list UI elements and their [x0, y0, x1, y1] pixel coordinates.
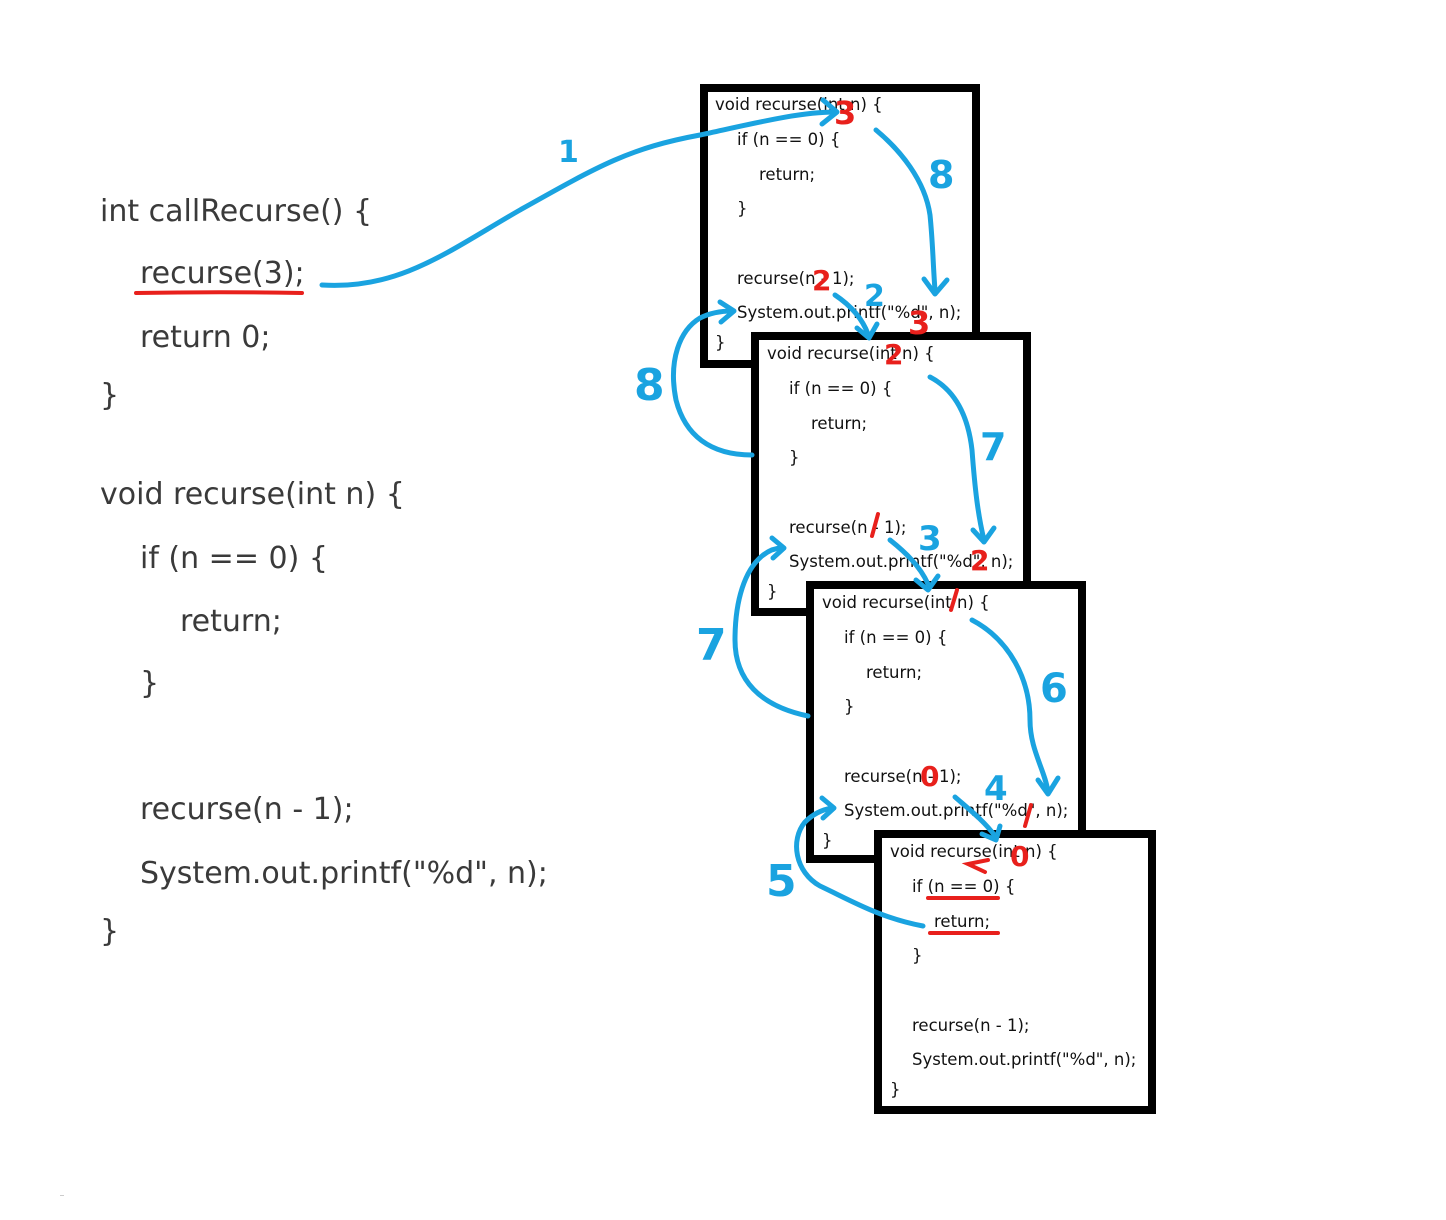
- frame-line-return: return;: [811, 414, 868, 433]
- main-source-code: int callRecurse() { recurse(3); return 0…: [0, 0, 700, 1100]
- frame-line-if-close: }: [789, 448, 800, 467]
- frame-line-close: }: [890, 1080, 901, 1099]
- code-line-final-brace: }: [100, 914, 120, 949]
- code-line-recurse-signature: void recurse(int n) {: [100, 477, 405, 512]
- frame-line-recursive-call: recurse(n - 1);: [737, 269, 855, 288]
- frame-line-recursive-call: recurse(n - 1);: [912, 1016, 1030, 1035]
- stack-frame-2: void recurse(int n) { if (n == 0) { retu…: [751, 332, 1031, 616]
- step-label-7-return: 7: [696, 620, 727, 671]
- frame-line-if-close: }: [844, 697, 855, 716]
- frame-line-printf: System.out.printf("%d", n);: [789, 552, 1014, 571]
- frame-line-if: if (n == 0) {: [737, 130, 841, 149]
- frame-line-printf: System.out.printf("%d", n);: [737, 303, 962, 322]
- frame-line-return: return;: [866, 663, 923, 682]
- frame-line-signature: void recurse(int n) {: [715, 95, 883, 114]
- step-label-5: 5: [766, 856, 797, 907]
- code-line-callrecurse-signature: int callRecurse() {: [100, 194, 373, 229]
- frame-line-printf: System.out.printf("%d", n);: [912, 1050, 1137, 1069]
- code-line-recurse-call: recurse(3);: [140, 256, 305, 291]
- frame-line-if-close: }: [737, 199, 748, 218]
- code-line-close-brace: }: [100, 378, 120, 413]
- code-line-recursive-call: recurse(n - 1);: [140, 792, 354, 827]
- frame-line-signature: void recurse(int n) {: [890, 842, 1058, 861]
- code-line-printf: System.out.printf("%d", n);: [140, 856, 548, 891]
- stack-frame-3: void recurse(int n) { if (n == 0) { retu…: [806, 581, 1086, 863]
- stray-mark: [60, 1195, 64, 1196]
- frame-line-close: }: [715, 333, 726, 352]
- code-line-return-zero: return 0;: [140, 320, 271, 355]
- frame-line-signature: void recurse(int n) {: [767, 344, 935, 363]
- code-line-if: if (n == 0) {: [140, 541, 328, 576]
- frame-line-signature: void recurse(int n) {: [822, 593, 990, 612]
- stack-frame-1: void recurse(int n) { if (n == 0) { retu…: [700, 84, 980, 368]
- frame-line-close: }: [822, 831, 833, 850]
- code-line-return: return;: [180, 604, 282, 639]
- frame-line-if: if (n == 0) {: [912, 877, 1016, 896]
- frame-line-if-close: }: [912, 946, 923, 965]
- frame-line-if: if (n == 0) {: [789, 379, 893, 398]
- frame-line-close: }: [767, 582, 778, 601]
- frame-line-return: return;: [934, 912, 991, 931]
- frame-line-recursive-call: recurse(n - 1);: [789, 518, 907, 537]
- stack-frame-4: void recurse(int n) { if (n == 0) { retu…: [874, 830, 1156, 1114]
- frame-line-recursive-call: recurse(n - 1);: [844, 767, 962, 786]
- frame-line-if: if (n == 0) {: [844, 628, 948, 647]
- code-line-if-close: }: [140, 666, 160, 701]
- frame-line-printf: System.out.printf("%d", n);: [844, 801, 1069, 820]
- frame-line-return: return;: [759, 165, 816, 184]
